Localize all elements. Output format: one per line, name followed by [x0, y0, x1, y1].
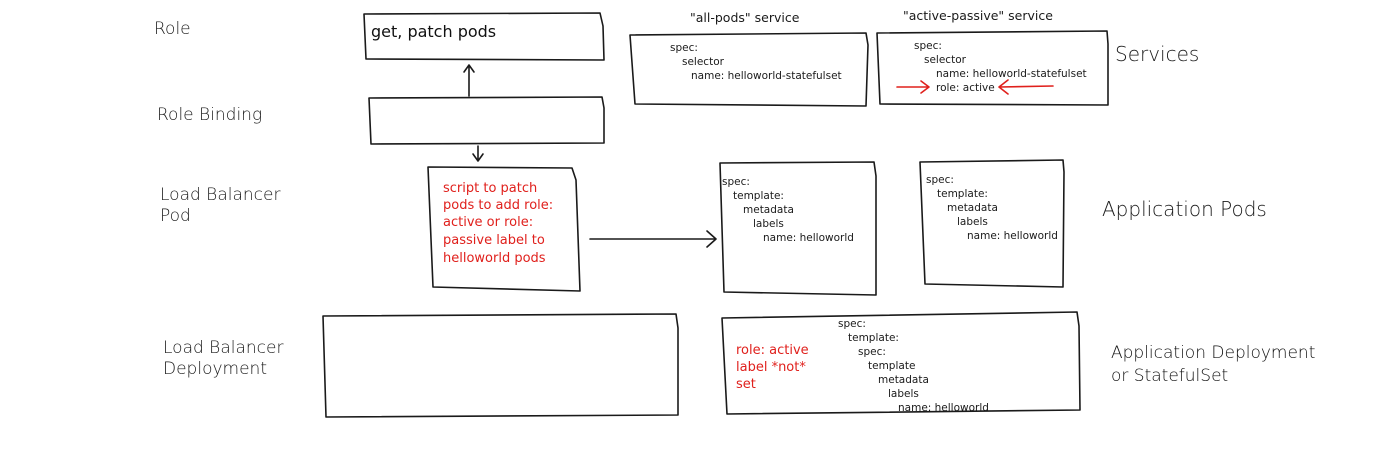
- all-pods-spec-2: name: helloworld-statefulset: [691, 70, 842, 82]
- arrow-pod-to-app: [589, 230, 717, 248]
- dep-spec-2: spec:: [858, 346, 886, 358]
- lb-pod-line-5: helloworld pods: [443, 251, 546, 266]
- all-pods-box: [629, 32, 869, 107]
- dep-spec-5: labels: [888, 388, 919, 400]
- pod2-spec-1: template:: [937, 188, 988, 200]
- pod1-spec-1: template:: [733, 190, 784, 202]
- pod1-spec-2: metadata: [743, 204, 794, 216]
- dep-spec-3: template: [868, 360, 916, 372]
- role-binding-box: [368, 96, 605, 145]
- lb-pod-line-3: active or role:: [443, 215, 534, 230]
- dep-spec-1: template:: [848, 332, 899, 344]
- app-deployment-box: [721, 311, 1081, 415]
- pod2-spec-0: spec:: [926, 174, 954, 186]
- active-passive-title: "active-passive" service: [903, 8, 1053, 23]
- role-box-text: get, patch pods: [371, 22, 497, 41]
- label-lb-deployment-1: Load Balancer: [163, 338, 284, 358]
- dep-spec-0: spec:: [838, 318, 866, 330]
- label-role: Role: [154, 19, 191, 39]
- dep-spec-4: metadata: [878, 374, 929, 386]
- arrow-binding-to-pod: [472, 145, 484, 162]
- app-pod-box-1: [719, 161, 877, 296]
- red-arrow-left: [896, 80, 930, 94]
- dep-note-1: role: active: [736, 343, 809, 358]
- red-arrow-right: [998, 79, 1054, 95]
- label-lb-pod-1: Load Balancer: [160, 185, 281, 205]
- label-app-deployment-2: or StatefulSet: [1111, 366, 1229, 386]
- active-passive-spec-3: role: active: [936, 82, 995, 94]
- dep-note-2: label *not*: [736, 360, 806, 375]
- pod2-spec-3: labels: [957, 216, 988, 228]
- arrow-binding-to-role: [463, 64, 475, 97]
- label-lb-deployment-2: Deployment: [163, 359, 267, 379]
- label-app-deployment-1: Application Deployment: [1111, 343, 1316, 363]
- app-pod-box-2: [919, 159, 1065, 288]
- active-passive-box: [876, 30, 1109, 106]
- pod2-spec-2: metadata: [947, 202, 998, 214]
- label-lb-pod-2: Pod: [160, 206, 191, 226]
- active-passive-spec-2: name: helloworld-statefulset: [936, 68, 1087, 80]
- pod1-spec-0: spec:: [722, 176, 750, 188]
- dep-note-3: set: [736, 377, 756, 392]
- lb-pod-line-1: script to patch: [443, 181, 538, 196]
- pod1-spec-3: labels: [753, 218, 784, 230]
- pod2-spec-4: name: helloworld: [967, 230, 1058, 242]
- pod1-spec-4: name: helloworld: [763, 232, 854, 244]
- all-pods-title: "all-pods" service: [690, 10, 800, 25]
- active-passive-spec-0: spec:: [914, 40, 942, 52]
- all-pods-spec-0: spec:: [670, 42, 698, 54]
- dep-spec-6: name: helloworld: [898, 402, 989, 414]
- lb-pod-line-2: pods to add role:: [443, 198, 554, 213]
- role-box: [363, 12, 605, 61]
- active-passive-spec-1: selector: [924, 54, 966, 66]
- lb-pod-box: [427, 166, 581, 292]
- label-services: Services: [1115, 42, 1200, 66]
- lb-pod-line-4: passive label to: [443, 233, 545, 248]
- lb-deployment-box: [322, 313, 679, 418]
- label-role-binding: Role Binding: [157, 105, 263, 125]
- all-pods-spec-1: selector: [682, 56, 724, 68]
- label-application-pods: Application Pods: [1102, 197, 1267, 221]
